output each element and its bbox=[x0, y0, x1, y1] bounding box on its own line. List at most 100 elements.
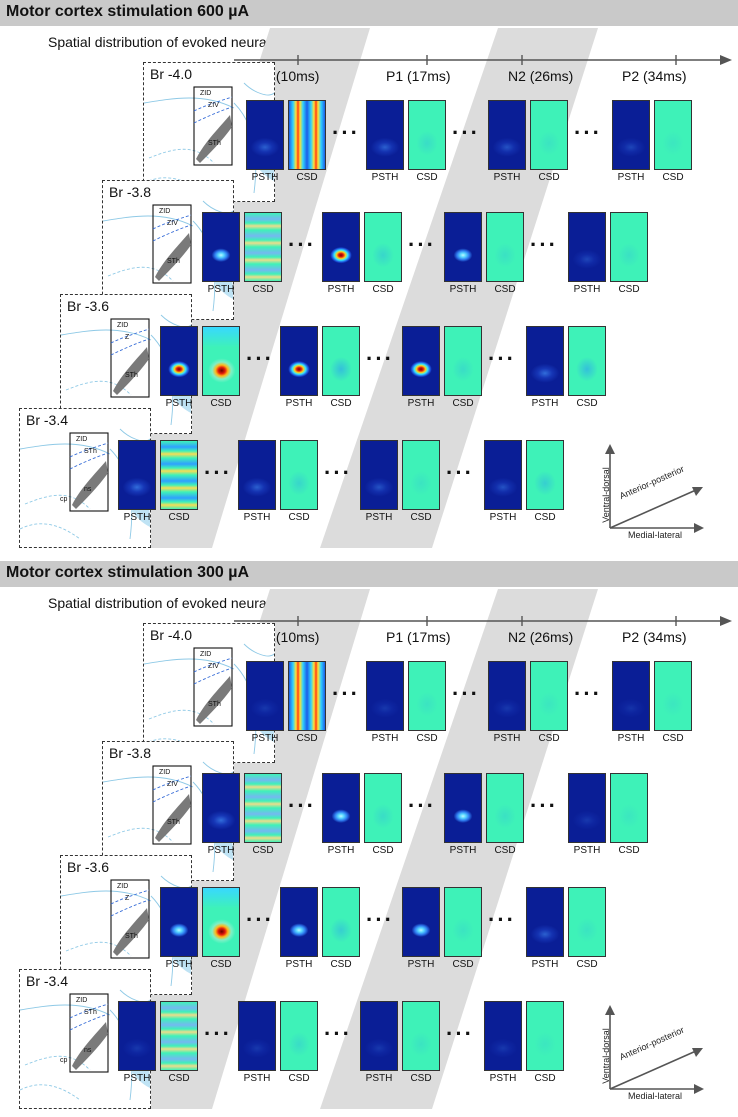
psth-label: PSTH bbox=[489, 512, 517, 523]
csd-map bbox=[244, 212, 282, 282]
csd-label: CSD bbox=[452, 398, 474, 409]
recording-frame bbox=[152, 765, 192, 845]
ellipsis-dots: ··· bbox=[204, 460, 232, 485]
csd-map bbox=[408, 100, 446, 170]
csd-label: CSD bbox=[618, 845, 640, 856]
subthalamic-nucleus-shape bbox=[155, 794, 191, 842]
psth-label: PSTH bbox=[371, 733, 399, 744]
psth-map bbox=[484, 1001, 522, 1071]
psth-map bbox=[568, 212, 606, 282]
zona-incerta-contour bbox=[110, 328, 150, 356]
timeline-label: P1 (17ms) bbox=[386, 629, 451, 645]
region-label: cp bbox=[60, 1057, 68, 1064]
psth-map bbox=[484, 440, 522, 510]
csd-label: CSD bbox=[494, 284, 516, 295]
timeline-label: P2 (34ms) bbox=[622, 68, 687, 84]
psth-map bbox=[118, 440, 156, 510]
region-label: STh bbox=[84, 448, 97, 455]
csd-map bbox=[160, 440, 198, 510]
axis-arrowhead bbox=[694, 523, 704, 533]
bregma-label: Br -3.8 bbox=[109, 184, 152, 200]
csd-map bbox=[288, 100, 326, 170]
region-label: ZIV bbox=[167, 220, 178, 227]
axis-arrowhead bbox=[605, 1005, 615, 1015]
psth-map bbox=[360, 440, 398, 510]
bregma-label: Br -4.0 bbox=[150, 627, 193, 643]
csd-map bbox=[444, 887, 482, 957]
atlas-contour bbox=[103, 215, 194, 227]
psth-map bbox=[238, 1001, 276, 1071]
csd-label: CSD bbox=[452, 959, 474, 970]
psth-label: PSTH bbox=[489, 1073, 517, 1084]
recording-frame bbox=[69, 432, 109, 512]
ellipsis-dots: ··· bbox=[332, 120, 360, 145]
atlas-contour bbox=[202, 200, 233, 214]
csd-label: CSD bbox=[296, 733, 318, 744]
csd-label: CSD bbox=[288, 1073, 310, 1084]
subthalamic-nucleus-shape bbox=[196, 676, 232, 724]
csd-map bbox=[402, 1001, 440, 1071]
psth-map bbox=[246, 661, 284, 731]
atlas-contour bbox=[202, 761, 233, 775]
csd-label: CSD bbox=[576, 959, 598, 970]
recording-frame bbox=[193, 86, 233, 166]
psth-map bbox=[402, 887, 440, 957]
ellipsis-dots: ··· bbox=[246, 346, 274, 371]
zona-incerta-contour bbox=[69, 1003, 109, 1031]
csd-map bbox=[364, 212, 402, 282]
csd-map bbox=[568, 326, 606, 396]
ellipsis-dots: ··· bbox=[288, 232, 316, 257]
psth-label: PSTH bbox=[365, 512, 393, 523]
bregma-label: Br -3.8 bbox=[109, 745, 152, 761]
csd-label: CSD bbox=[410, 1073, 432, 1084]
atlas-contour bbox=[243, 643, 274, 657]
axis-label-vertical: Ventral-dorsal bbox=[601, 1028, 611, 1084]
region-label: Z bbox=[125, 334, 130, 341]
zona-incerta-contour bbox=[152, 214, 192, 242]
subthalamic-nucleus-shape bbox=[113, 908, 149, 956]
csd-label: CSD bbox=[330, 398, 352, 409]
ellipsis-dots: ··· bbox=[452, 120, 480, 145]
subthalamic-nucleus-shape bbox=[196, 115, 232, 163]
psth-map bbox=[402, 326, 440, 396]
timeline-arrowhead bbox=[720, 616, 732, 626]
csd-map bbox=[526, 440, 564, 510]
psth-label: PSTH bbox=[165, 959, 193, 970]
csd-map bbox=[322, 887, 360, 957]
region-label: STh bbox=[167, 258, 180, 265]
panel-title: Motor cortex stimulation 300 µA bbox=[6, 564, 250, 581]
ellipsis-dots: ··· bbox=[408, 232, 436, 257]
region-label: ZID bbox=[159, 208, 170, 215]
axis-label-horizontal: Medial-lateral bbox=[628, 530, 683, 540]
psth-label: PSTH bbox=[531, 398, 559, 409]
csd-map bbox=[280, 1001, 318, 1071]
region-label: ZID bbox=[200, 90, 211, 97]
region-label: STh bbox=[125, 933, 138, 940]
ellipsis-dots: ··· bbox=[324, 1021, 352, 1046]
csd-label: CSD bbox=[576, 398, 598, 409]
ellipsis-dots: ··· bbox=[246, 907, 274, 932]
recording-frame bbox=[69, 993, 109, 1073]
region-label: ZID bbox=[76, 436, 87, 443]
atlas-contour bbox=[20, 523, 81, 540]
bregma-label: Br -3.4 bbox=[26, 412, 69, 428]
csd-label: CSD bbox=[534, 512, 556, 523]
psth-map bbox=[444, 773, 482, 843]
ellipsis-dots: ··· bbox=[488, 346, 516, 371]
psth-label: PSTH bbox=[327, 845, 355, 856]
ellipsis-dots: ··· bbox=[332, 681, 360, 706]
csd-map bbox=[280, 440, 318, 510]
atlas-contour bbox=[148, 148, 215, 164]
zona-incerta-contour bbox=[152, 775, 192, 803]
orientation-axes bbox=[605, 1005, 704, 1094]
psth-label: PSTH bbox=[123, 512, 151, 523]
axis-arrowhead bbox=[694, 1084, 704, 1094]
region-label: cp bbox=[60, 496, 68, 503]
csd-label: CSD bbox=[330, 959, 352, 970]
subthalamic-nucleus-shape bbox=[72, 1022, 108, 1070]
csd-label: CSD bbox=[210, 959, 232, 970]
csd-map bbox=[486, 212, 524, 282]
csd-map bbox=[610, 773, 648, 843]
csd-label: CSD bbox=[538, 172, 560, 183]
